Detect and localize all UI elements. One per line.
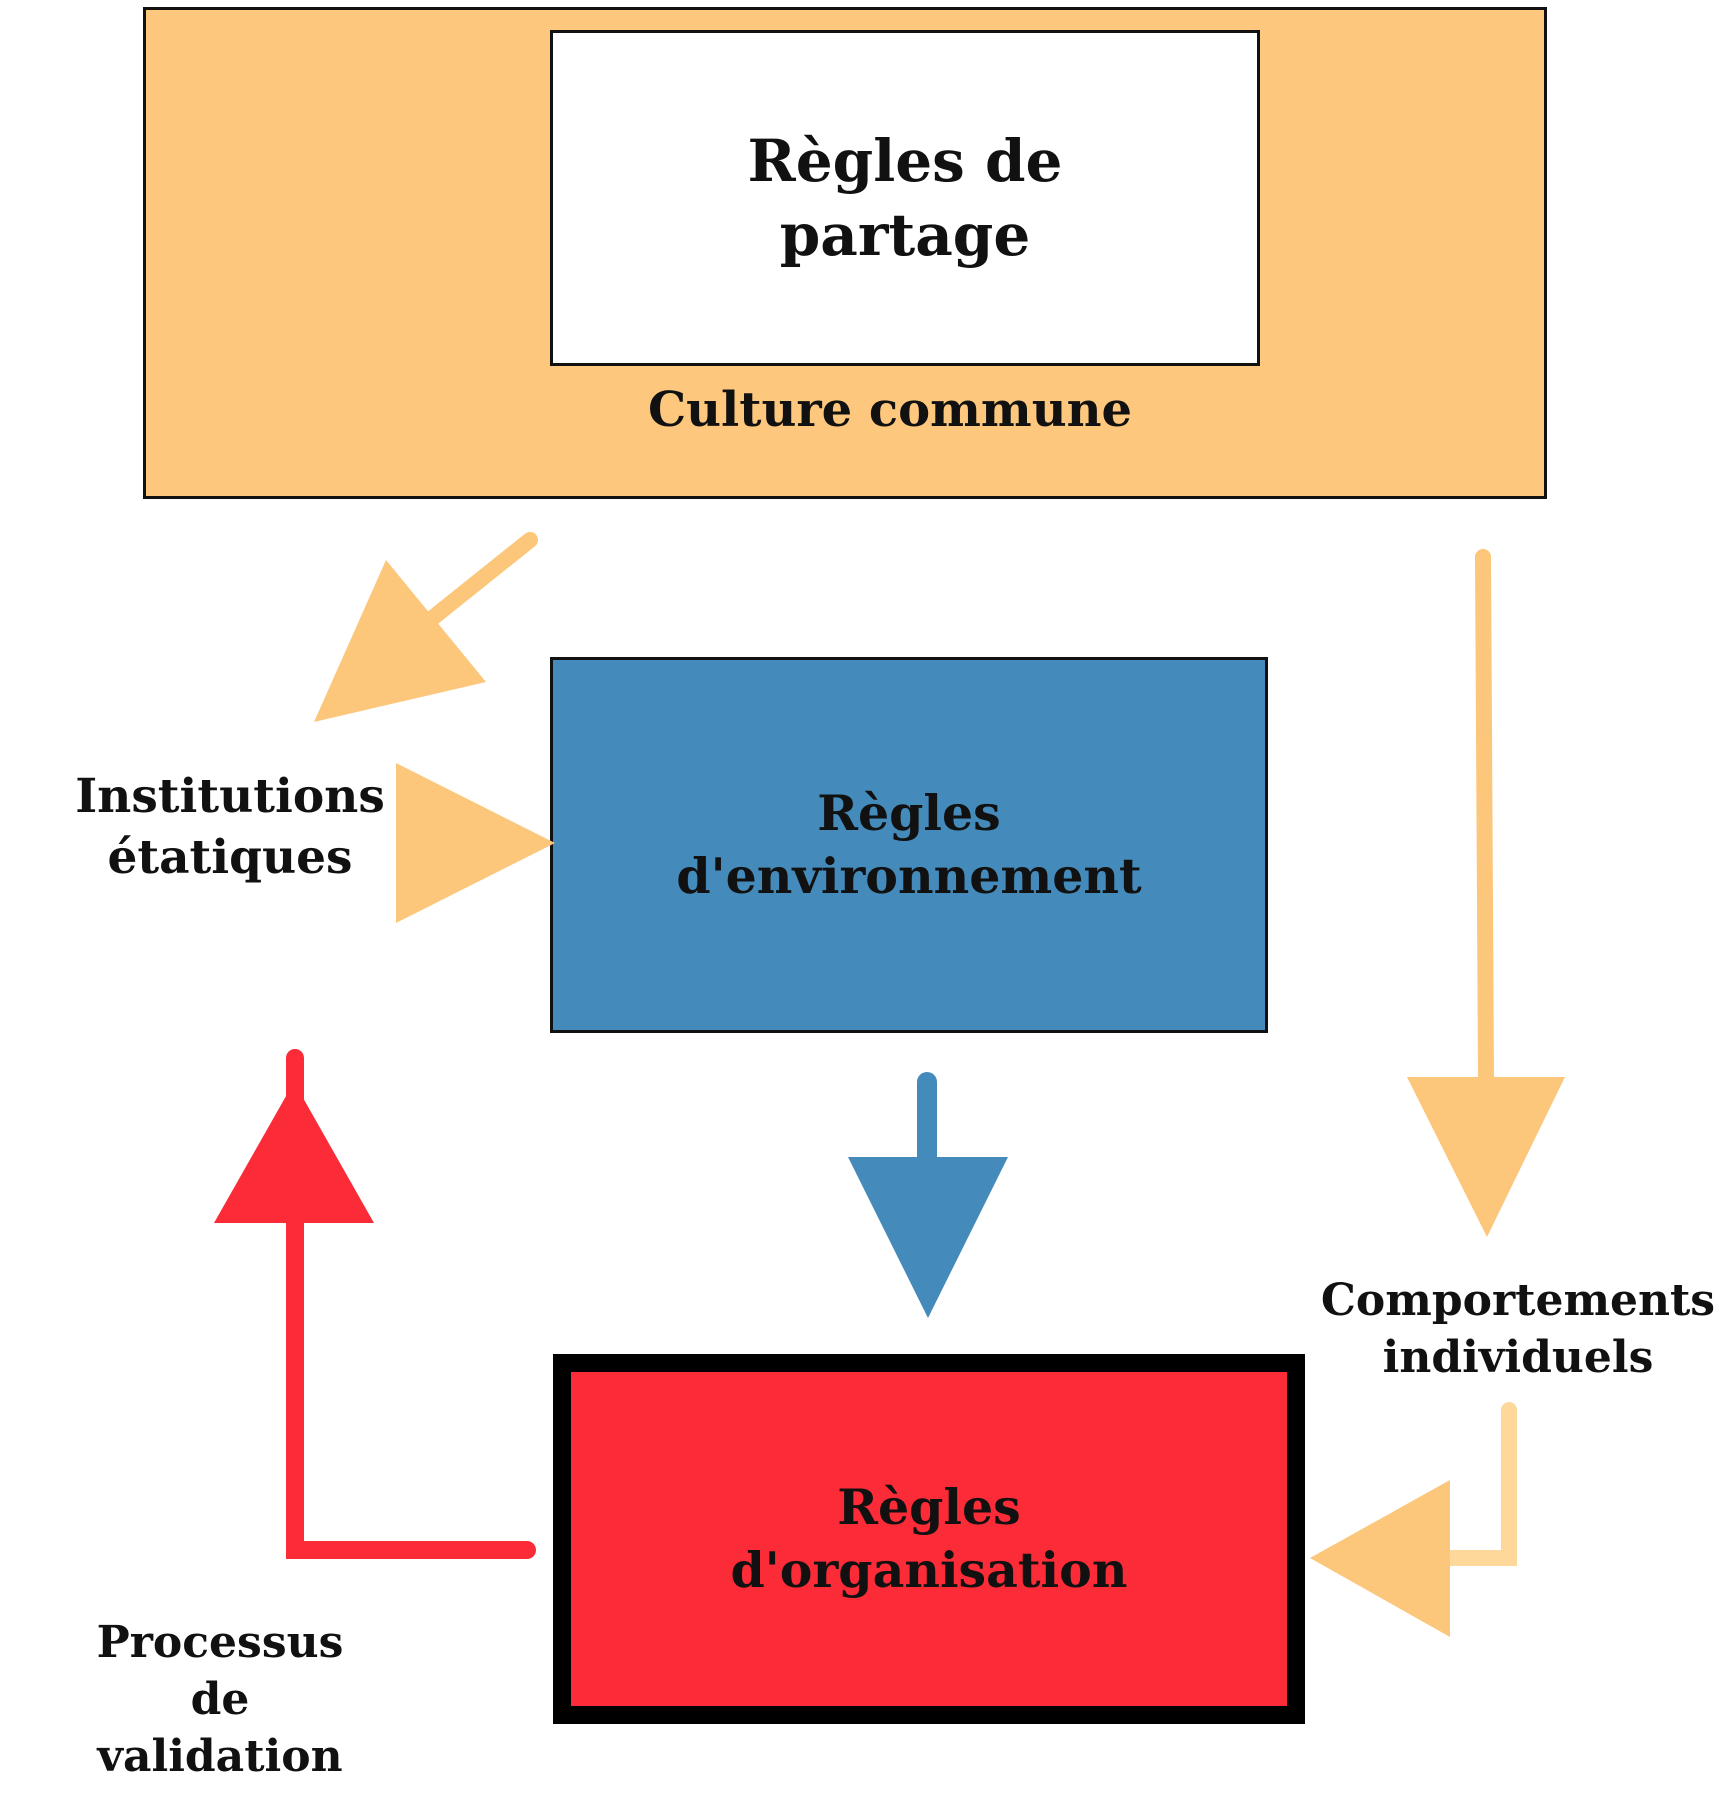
regles-organisation-label: Règles d'organisation xyxy=(731,1476,1128,1601)
regles-organisation-line1: Règles xyxy=(837,1478,1021,1537)
regles-partage-box: Règles de partage xyxy=(550,30,1260,366)
processus-line1: Processus xyxy=(96,1617,344,1668)
regles-environnement-line1: Règles xyxy=(817,784,1001,843)
arrow-comportements-to-organisation xyxy=(1310,1402,1517,1637)
processus-validation-label: Processus de validation xyxy=(60,1614,380,1786)
arrow-culture-to-comportements xyxy=(1407,549,1565,1237)
regles-environnement-line2: d'environnement xyxy=(676,847,1142,905)
arrow-organisation-to-institutions xyxy=(214,1049,536,1559)
comportements-individuels-label: Comportements individuels xyxy=(1318,1272,1718,1386)
institutions-etatiques-label: Institutions étatiques xyxy=(60,766,400,888)
processus-line3: validation xyxy=(97,1731,343,1783)
institutions-line1: Institutions xyxy=(75,769,385,824)
arrow-environnement-to-organisation xyxy=(848,1072,1008,1318)
arrow-institutions-to-environnement xyxy=(396,763,555,923)
regles-environnement-box: Règles d'environnement xyxy=(550,657,1268,1033)
comportements-line2: individuels xyxy=(1382,1332,1654,1384)
comportements-line1: Comportements xyxy=(1320,1275,1716,1326)
culture-commune-label: Culture commune xyxy=(647,382,1133,438)
regles-partage-label: Règles de partage xyxy=(748,124,1063,272)
regles-environnement-label: Règles d'environnement xyxy=(676,782,1141,907)
institutions-line2: étatiques xyxy=(107,830,353,886)
arrow-culture-to-institutions xyxy=(314,532,538,722)
regles-organisation-box: Règles d'organisation xyxy=(553,1354,1305,1724)
regles-partage-line2: partage xyxy=(779,201,1031,269)
regles-organisation-line2: d'organisation xyxy=(730,1541,1128,1599)
processus-line2: de xyxy=(190,1674,250,1726)
regles-partage-line1: Règles de xyxy=(747,126,1063,195)
